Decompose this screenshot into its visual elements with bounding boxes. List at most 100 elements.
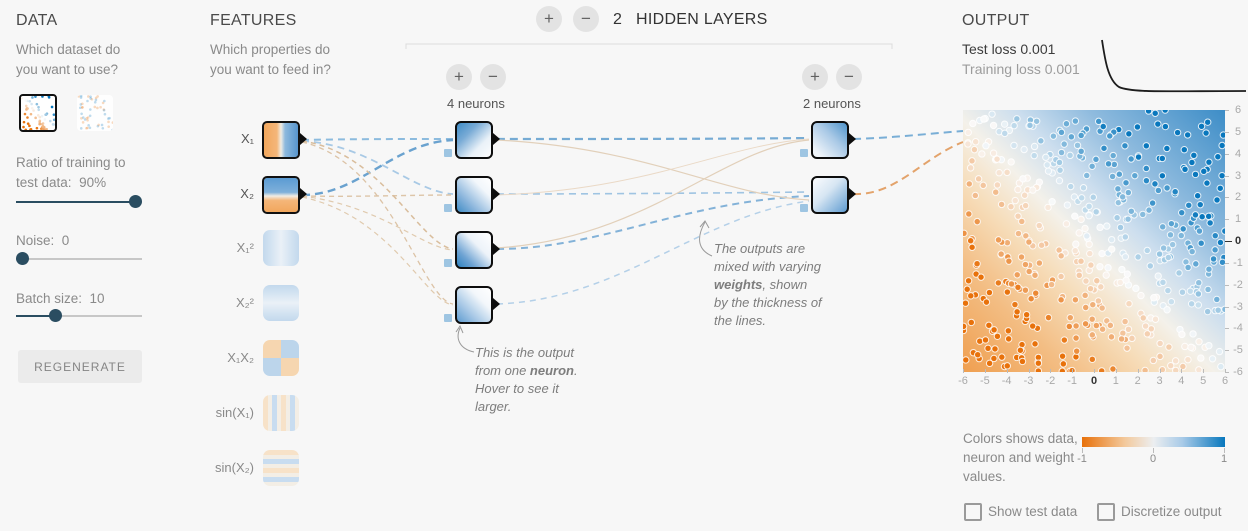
- layer1-neuron-3[interactable]: [455, 231, 493, 269]
- y-axis-tick-label: 6: [1234, 104, 1242, 116]
- x-axis-tick-label: 2: [1134, 375, 1141, 387]
- dataset-thumb-multi-gaussian[interactable]: [77, 95, 113, 131]
- layer1-neuron-2-bias[interactable]: [444, 204, 452, 212]
- callout-arrow: [457, 327, 475, 353]
- batch-slider[interactable]: [16, 309, 142, 323]
- y-axis-tick-label: -5: [1233, 344, 1243, 357]
- weight-line[interactable]: [496, 138, 810, 196]
- layer2-remove-neuron-button[interactable]: −: [836, 64, 862, 90]
- regenerate-button[interactable]: REGENERATE: [18, 350, 142, 383]
- layer2-neuron-2[interactable]: [811, 176, 849, 214]
- weight-line[interactable]: [852, 141, 964, 196]
- weight-line[interactable]: [496, 136, 810, 141]
- noise-label: Noise: 0: [16, 231, 69, 251]
- noise-slider-track[interactable]: [16, 258, 142, 260]
- test-loss-label: Test loss: [962, 41, 1017, 57]
- feature-label-x1sq: X₁²: [236, 240, 254, 255]
- dataset-thumb-plane[interactable]: [19, 94, 57, 132]
- show-test-data-checkbox[interactable]: [964, 503, 982, 521]
- feature-label-x2sq: X₂²: [235, 295, 254, 310]
- x-axis-tickmark: [1050, 369, 1052, 373]
- x-axis-tick-label: -1: [1067, 375, 1078, 387]
- scale-tickmark: [1224, 448, 1225, 453]
- batch-slider-thumb[interactable]: [49, 309, 62, 322]
- layer1-neuron-1[interactable]: [455, 121, 493, 159]
- remove-layer-button[interactable]: −: [573, 6, 599, 32]
- feature-sin-x1[interactable]: [263, 395, 299, 431]
- feature-sin-x2[interactable]: [263, 450, 299, 486]
- training-loss-value: 0.001: [1044, 61, 1080, 77]
- ratio-slider[interactable]: [16, 195, 142, 209]
- layer2-neuron-2-arrow-icon: [849, 188, 856, 200]
- x-axis-tickmark: [1181, 369, 1183, 373]
- y-axis-tickmark: [1225, 241, 1232, 242]
- discretize-output-checkbox[interactable]: [1097, 503, 1115, 521]
- layer1-neuron-1-bias[interactable]: [444, 149, 452, 157]
- weight-line[interactable]: [496, 191, 810, 195]
- weight-line[interactable]: [301, 196, 454, 306]
- x-axis-tick-label: 4: [1178, 375, 1185, 387]
- layer1-neuron-4[interactable]: [455, 286, 493, 324]
- batch-slider-track[interactable]: [16, 315, 142, 317]
- test-loss-value: 0.001: [1020, 41, 1056, 57]
- callout-neuron-bold: neuron: [529, 362, 574, 378]
- callout-weights-bold: weights: [714, 276, 763, 292]
- feature-label-x1x2: X₁X₂: [227, 350, 254, 365]
- y-axis-tickmark: [1225, 219, 1229, 221]
- x-axis-tick-label: 1: [1112, 375, 1119, 387]
- ratio-slider-thumb[interactable]: [129, 195, 142, 208]
- x-axis-tick-label: 0: [1090, 375, 1098, 387]
- x-axis-tick-label: -5: [979, 375, 990, 387]
- x-axis-tick-label: 6: [1221, 375, 1229, 387]
- weight-line[interactable]: [852, 130, 964, 140]
- weight-line[interactable]: [301, 141, 454, 305]
- x-axis-tickmark: [1137, 369, 1139, 373]
- add-layer-button[interactable]: +: [536, 6, 562, 32]
- features-question: Which properties do you want to feed in?: [210, 42, 331, 77]
- noise-slider[interactable]: [16, 252, 142, 266]
- feature-x2-squared[interactable]: [263, 285, 299, 321]
- weight-line[interactable]: [301, 195, 454, 251]
- weight-line[interactable]: [496, 139, 810, 201]
- dataset-thumb-gaussian-scatter: [77, 95, 113, 131]
- y-axis-tick-label: -1: [1233, 256, 1243, 269]
- ratio-label-text: Ratio of training to test data:: [16, 155, 126, 190]
- layer1-remove-neuron-button[interactable]: −: [480, 64, 506, 90]
- feature-x1[interactable]: [262, 121, 300, 159]
- layer2-add-neuron-button[interactable]: +: [802, 64, 828, 90]
- layer1-neuron-3-bias[interactable]: [444, 259, 452, 267]
- feature-x2[interactable]: [262, 176, 300, 214]
- scale-label-0: 0: [1149, 453, 1157, 465]
- x-axis-tickmark: [1006, 369, 1008, 373]
- y-axis-tick-label: 4: [1234, 147, 1242, 160]
- layer1-neuron-4-arrow-icon: [493, 298, 500, 310]
- y-axis-tickmark: [1225, 284, 1229, 286]
- noise-slider-thumb[interactable]: [16, 252, 29, 265]
- x-axis-tickmark: [963, 369, 964, 373]
- weight-line[interactable]: [496, 139, 810, 249]
- layer1-neuron-4-bias[interactable]: [444, 314, 452, 322]
- layer1-neuron-1-arrow-icon: [493, 133, 500, 145]
- y-axis-tick-label: 3: [1234, 169, 1242, 182]
- layer2-neuron-1[interactable]: [811, 121, 849, 159]
- callout-weights-post: , shown by the thickness of the lines.: [714, 276, 822, 328]
- x-axis-tickmark: [1094, 369, 1095, 373]
- callout-arrowhead: [455, 324, 464, 334]
- weight-line[interactable]: [301, 194, 454, 197]
- layer2-neuron-2-bias[interactable]: [800, 204, 808, 212]
- batch-slider-fill: [16, 315, 55, 317]
- feature-x1x2[interactable]: [263, 340, 299, 376]
- feature-label-x2: X₂: [240, 186, 254, 201]
- layer1-neuron-2[interactable]: [455, 176, 493, 214]
- feature-x1-squared[interactable]: [263, 230, 299, 266]
- y-axis-tickmark: [1225, 197, 1229, 199]
- y-axis-tickmark: [1225, 131, 1229, 133]
- weight-line[interactable]: [301, 138, 454, 141]
- features-heading: FEATURES: [210, 12, 297, 29]
- layer2-neuron-1-bias[interactable]: [800, 149, 808, 157]
- layer1-add-neuron-button[interactable]: +: [446, 64, 472, 90]
- weight-line[interactable]: [301, 140, 454, 195]
- weight-line[interactable]: [301, 140, 454, 250]
- dataset-thumb-plane-scatter: [21, 96, 55, 130]
- weight-line[interactable]: [301, 138, 454, 197]
